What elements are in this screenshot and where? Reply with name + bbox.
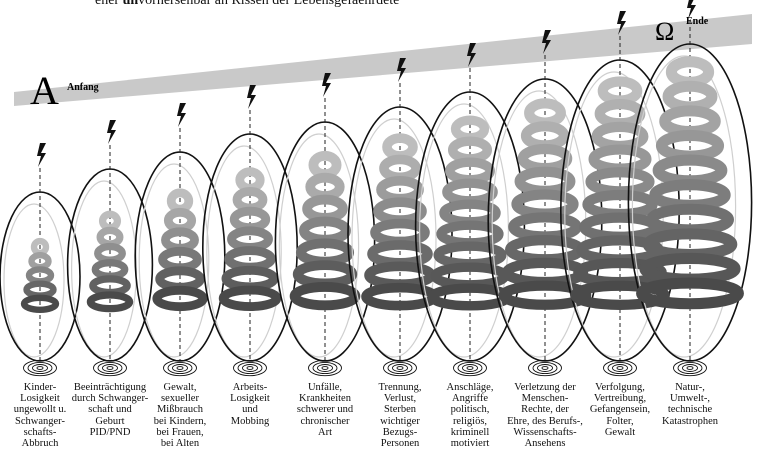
end-symbol: Ω bbox=[655, 17, 674, 46]
spiral-coil bbox=[510, 240, 580, 259]
base-spiral bbox=[107, 367, 113, 370]
base-spiral bbox=[538, 365, 553, 372]
spiral-coil bbox=[223, 290, 277, 307]
stage-label: Arbeits- Losigkeit und Mobbing bbox=[211, 382, 289, 427]
lightning-icon bbox=[107, 120, 116, 144]
spiral-coil bbox=[661, 135, 718, 156]
spiral-coil bbox=[307, 200, 343, 218]
base-spiral bbox=[177, 367, 183, 370]
spiral-coil bbox=[523, 149, 567, 168]
base-spiral bbox=[247, 367, 253, 370]
spiral-coil bbox=[438, 246, 502, 264]
spiral-coil bbox=[594, 150, 647, 169]
base-spiral bbox=[467, 367, 473, 370]
lightning-icon bbox=[37, 143, 46, 167]
base-spiral bbox=[687, 367, 693, 370]
base-spiral bbox=[103, 365, 118, 372]
stage-label: Gewalt, sexueller Mißbrauch bei Kindern,… bbox=[141, 382, 219, 449]
stage-label: Unfälle, Krankheiten schwerer und chroni… bbox=[286, 382, 364, 438]
stage-label: Anschläge, Angriffe politisch, religiös,… bbox=[431, 382, 509, 449]
spiral-coil bbox=[450, 162, 490, 180]
base-spiral bbox=[613, 365, 628, 372]
start-word: Anfang bbox=[67, 82, 99, 93]
stage-label: Beeinträchtigung durch Schwanger- schaft… bbox=[71, 382, 149, 438]
spiral-coil bbox=[668, 86, 712, 107]
lightning-icon bbox=[247, 85, 256, 109]
stage-label: Trennung, Verlust, Sterben wichtiger Bez… bbox=[361, 382, 439, 449]
stage-label: Verfolgung, Vertreibung, Gefangensein, F… bbox=[581, 382, 659, 438]
stage-label: Verletzung der Menschen- Rechte, der Ehr… bbox=[506, 382, 584, 449]
end-word: Ende bbox=[686, 16, 709, 27]
stage-label: Kinder- Losigkeit ungewollt u. Schwanger… bbox=[1, 382, 79, 449]
base-spiral bbox=[322, 367, 328, 370]
stage-label: Natur-, Umwelt-, technische Katastrophen bbox=[651, 382, 729, 427]
base-spiral bbox=[542, 367, 548, 370]
spiral-coil bbox=[453, 141, 488, 159]
spiral-coil bbox=[163, 251, 198, 267]
base-spiral bbox=[463, 365, 478, 372]
base-spiral bbox=[683, 365, 698, 372]
spiral-coil bbox=[304, 221, 346, 239]
base-spiral bbox=[393, 365, 408, 372]
spiral-coil bbox=[234, 211, 265, 228]
spiral-coil bbox=[447, 183, 493, 201]
base-spiral bbox=[397, 367, 403, 370]
spiral-coil bbox=[237, 191, 263, 208]
base-spiral bbox=[243, 365, 258, 372]
base-spiral bbox=[37, 367, 43, 370]
base-spiral bbox=[33, 365, 48, 372]
lightning-icon bbox=[177, 103, 186, 127]
spiral-coil bbox=[95, 263, 124, 277]
spiral-coil bbox=[603, 81, 637, 100]
base-spiral bbox=[318, 365, 333, 372]
spiral-coil bbox=[456, 120, 485, 138]
start-symbol: A bbox=[30, 68, 59, 113]
spiral-coil bbox=[310, 178, 339, 196]
spiral-coil bbox=[441, 225, 499, 243]
base-spiral bbox=[173, 365, 188, 372]
base-spiral bbox=[617, 367, 623, 370]
spiral-coil bbox=[103, 214, 118, 228]
